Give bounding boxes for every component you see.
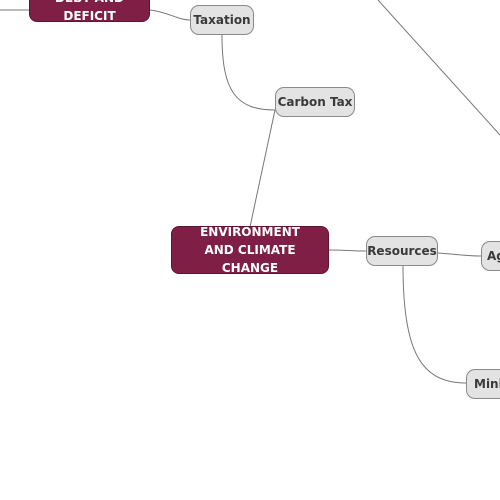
node-taxation[interactable]: Taxation (190, 5, 254, 35)
connector-carbon-tax-environment (249, 109, 276, 228)
node-resources-label: Resources (367, 244, 437, 258)
connector-taxation-carbon-tax (221, 34, 276, 111)
node-debt-and-deficit[interactable]: DEBT AND DEFICIT (29, 0, 150, 22)
connector-resources-mining (402, 265, 467, 384)
connector-environment-resources (328, 249, 367, 252)
node-debt-and-deficit-label: DEBT AND DEFICIT (55, 0, 124, 22)
node-agriculture-label: Ag (487, 249, 500, 263)
node-resources[interactable]: Resources (366, 236, 438, 266)
node-agriculture-partial[interactable]: Ag (481, 241, 500, 271)
node-taxation-label: Taxation (193, 13, 251, 27)
connector-offscreen-diagonal (377, 0, 500, 136)
node-carbon-tax-label: Carbon Tax (277, 95, 353, 109)
node-carbon-tax[interactable]: Carbon Tax (275, 87, 355, 117)
connector-debt-taxation (149, 9, 191, 21)
node-mining-partial[interactable]: Minir (466, 369, 500, 399)
node-mining-label: Minir (474, 377, 500, 391)
node-environment-label: ENVIRONMENT AND CLIMATE CHANGE (200, 226, 300, 274)
connector-resources-agriculture (437, 252, 482, 257)
node-environment-and-climate-change[interactable]: ENVIRONMENT AND CLIMATE CHANGE (171, 226, 329, 274)
